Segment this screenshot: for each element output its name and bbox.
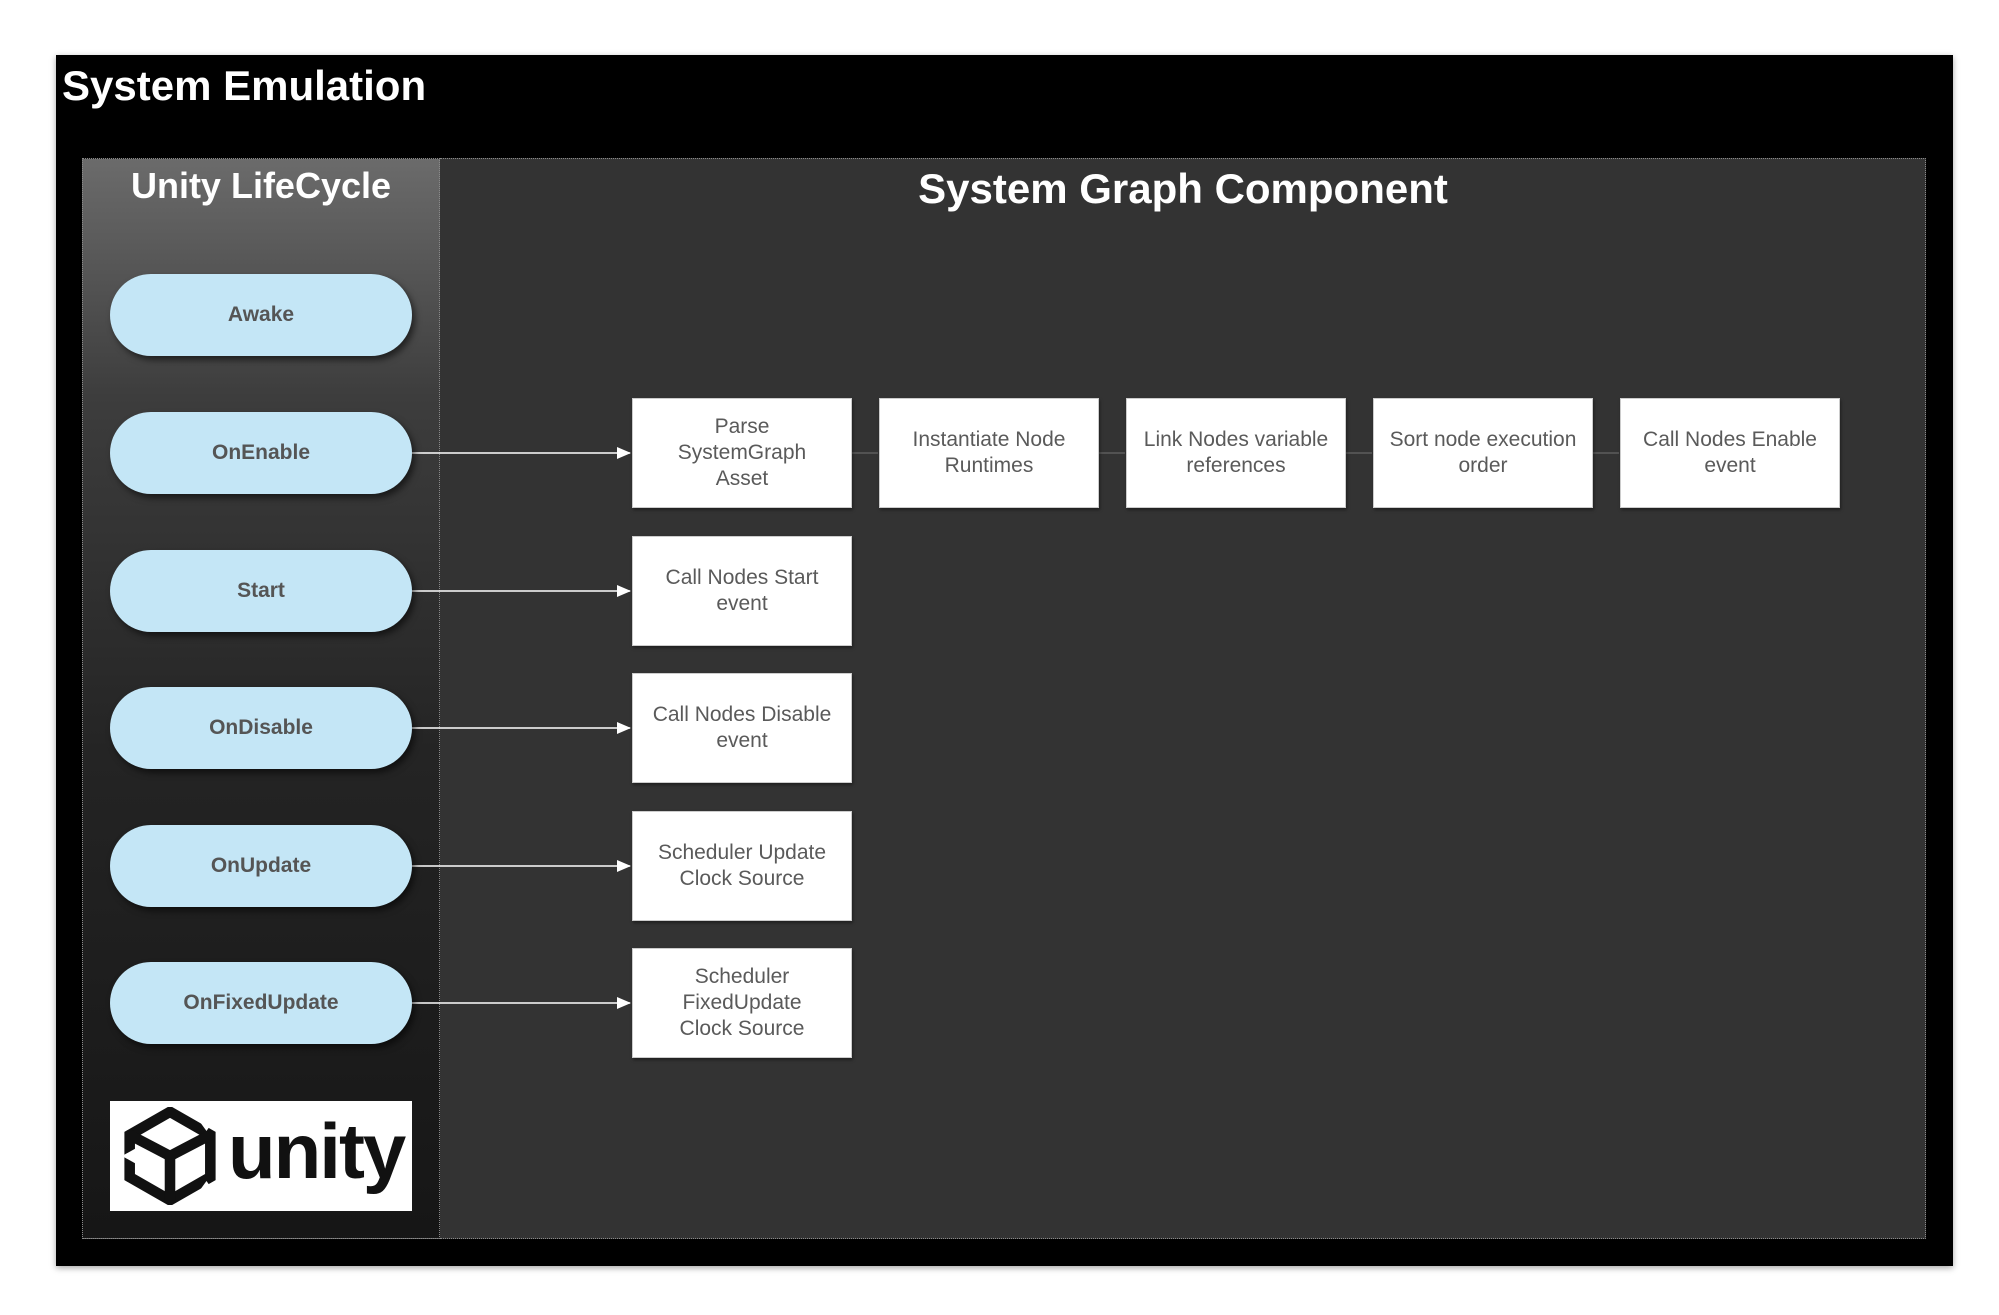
lifecycle-label: OnDisable [209,716,313,739]
lifecycle-awake: Awake [110,274,412,356]
lifecycle-onfixedupdate: OnFixedUpdate [110,962,412,1044]
lifecycle-label: OnEnable [211,441,311,464]
unity-logo: unity [110,1101,412,1211]
node-instantiate-runtimes: Instantiate Node Runtimes [879,398,1099,508]
lifecycle-onenable: OnEnable [110,412,412,494]
lifecycle-ondisable: OnDisable [110,687,412,769]
graph-title: System Graph Component [918,165,1448,212]
node-call-enable-event: Call Nodes Enable event [1620,398,1840,508]
lifecycle-label: Start [237,579,285,602]
node-call-disable-event: Call Nodes Disable event [632,673,852,783]
node-scheduler-update-clock: Scheduler Update Clock Source [632,811,852,921]
node-scheduler-fixedupdate-clock: Scheduler FixedUpdate Clock Source [632,948,852,1058]
node-call-start-event: Call Nodes Start event [632,536,852,646]
node-label: Call Nodes Disable event [652,703,832,752]
lifecycle-title: Unity LifeCycle [130,165,392,206]
lifecycle-label: Awake [227,303,295,326]
lifecycle-label: OnFixedUpdate [183,991,339,1014]
node-label: Sort node execution order [1389,428,1577,477]
node-link-variable-references: Link Nodes variable references [1126,398,1346,508]
node-label: Instantiate Node Runtimes [912,428,1066,477]
node-label: Scheduler FixedUpdate Clock Source [679,965,805,1040]
node-sort-execution-order: Sort node execution order [1373,398,1593,508]
lifecycle-onupdate: OnUpdate [110,825,412,907]
node-label: Call Nodes Start event [665,566,819,615]
unity-wordmark: unity [228,1107,406,1195]
lifecycle-label: OnUpdate [210,854,312,877]
unity-cube-icon [122,1107,216,1205]
lifecycle-start: Start [110,550,412,632]
node-label: Parse SystemGraph Asset [677,415,807,490]
node-label: Link Nodes variable references [1143,428,1329,477]
node-parse-systemgraph-asset: Parse SystemGraph Asset [632,398,852,508]
frame-title: System Emulation [62,62,427,109]
node-label: Scheduler Update Clock Source [657,841,827,890]
node-label: Call Nodes Enable event [1643,428,1817,477]
